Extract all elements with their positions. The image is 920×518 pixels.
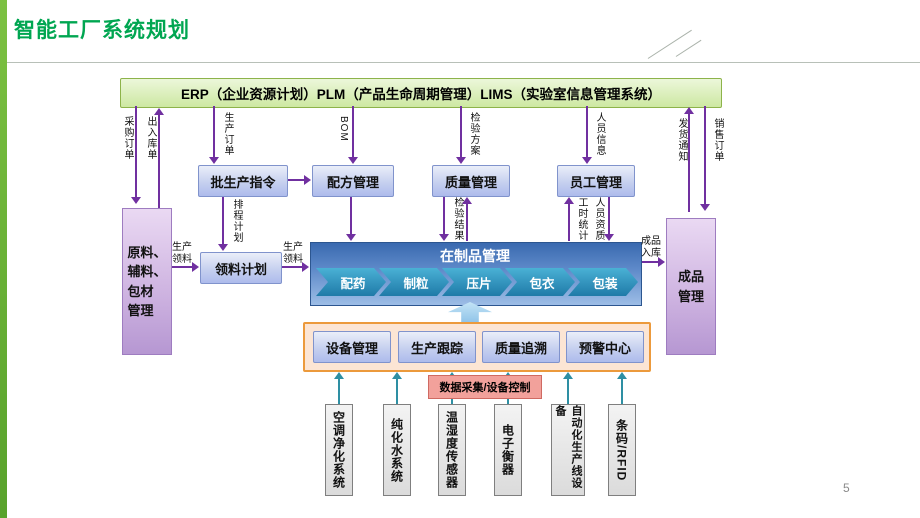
label-purchase-order: 采购订单 <box>122 116 133 160</box>
label-personnel-qualification: 人员资质 <box>593 197 604 241</box>
wip-title: 在制品管理 <box>440 248 510 264</box>
label-sales-order: 销售订单 <box>712 118 723 162</box>
arrow-personnel-info <box>582 106 592 164</box>
device-line-label: 自动化生产线设备 <box>554 405 582 489</box>
label-production-picking-2: 生产领料 <box>283 242 303 265</box>
finished-goods-box: 成品 管理 <box>666 218 716 355</box>
arrow-inspection-plan <box>456 106 466 164</box>
employee-box: 员工管理 <box>557 165 635 197</box>
arrow-inspection-result-up <box>462 197 472 241</box>
mes-warning-box: 预警中心 <box>566 331 644 363</box>
device-scale-box: 电子衡器 <box>494 404 522 496</box>
arrow-work-hours <box>564 197 574 241</box>
page-number: 5 <box>843 481 850 495</box>
arrow-device-water <box>392 372 402 404</box>
raw-material-box: 原料、 辅料、 包材 管理 <box>122 208 172 355</box>
arrow-inspection-result-down <box>439 197 449 241</box>
device-rfid-label: 条码/RFID <box>614 418 629 482</box>
label-finished-storage: 成品入库 <box>641 236 661 259</box>
device-scale-label: 电子衡器 <box>500 424 515 476</box>
arrow-device-line <box>563 372 573 404</box>
mes-equipment-box: 设备管理 <box>313 331 391 363</box>
device-sensor-label: 温湿度传感器 <box>444 411 459 489</box>
label-production-picking-1: 生产领料 <box>172 242 192 265</box>
label-schedule-plan: 排程计划 <box>231 199 242 243</box>
data-acquisition-box: 数据采集/设备控制 <box>428 375 542 399</box>
arrow-delivery-notice <box>684 107 694 212</box>
device-hvac-label: 空调净化系统 <box>331 411 346 489</box>
arrow-production-order <box>209 106 219 164</box>
erp-plm-lims-banner: ERP（企业资源计划）PLM（产品生命周期管理）LIMS（实验室信息管理系统） <box>120 78 722 108</box>
arrow-bom <box>348 106 358 164</box>
diagonal-accent-line <box>675 39 702 57</box>
arrow-device-rfid <box>617 372 627 404</box>
arrow-finished-storage <box>642 257 665 267</box>
device-sensor-box: 温湿度传感器 <box>438 404 466 496</box>
device-water-box: 纯化水系统 <box>383 404 411 496</box>
mes-traceability-box: 质量追溯 <box>482 331 560 363</box>
left-accent-bar <box>0 0 7 518</box>
device-rfid-box: 条码/RFID <box>608 404 636 496</box>
arrow-recipe-to-wip <box>346 197 356 241</box>
process-step-granulation: 制粒 <box>379 268 449 296</box>
arrow-production-picking-1 <box>172 262 199 272</box>
label-personnel-info: 人员信息 <box>594 112 605 156</box>
device-line-box: 自动化生产线设备 <box>551 404 585 496</box>
arrow-in-out-order <box>154 108 164 208</box>
batch-instruction-box: 批生产指令 <box>198 165 288 197</box>
picking-plan-box: 领料计划 <box>200 252 282 284</box>
diagonal-accent-line <box>647 29 692 59</box>
label-in-out-order: 出入库单 <box>145 116 156 160</box>
title-divider <box>7 62 920 63</box>
arrow-batch-to-recipe <box>288 175 311 185</box>
label-inspection-plan: 检验方案 <box>468 112 479 156</box>
arrow-schedule-plan <box>218 197 228 251</box>
label-production-order: 生产订单 <box>222 112 233 156</box>
device-water-label: 纯化水系统 <box>389 417 404 483</box>
label-bom: BOM <box>338 116 349 142</box>
label-delivery-notice: 发货通知 <box>676 118 687 162</box>
mes-tracking-box: 生产跟踪 <box>398 331 476 363</box>
device-hvac-box: 空调净化系统 <box>325 404 353 496</box>
arrow-device-hvac <box>334 372 344 404</box>
arrow-purchase-order <box>131 106 141 204</box>
arrow-production-picking-2 <box>282 262 309 272</box>
label-inspection-result: 检验结果 <box>452 197 463 241</box>
quality-box: 质量管理 <box>432 165 510 197</box>
arrow-personnel-qualification <box>604 197 614 241</box>
arrow-sales-order <box>700 106 710 211</box>
label-work-hours: 工时统计 <box>576 197 587 241</box>
recipe-box: 配方管理 <box>312 165 394 197</box>
slide-title: 智能工厂系统规划 <box>14 19 190 42</box>
